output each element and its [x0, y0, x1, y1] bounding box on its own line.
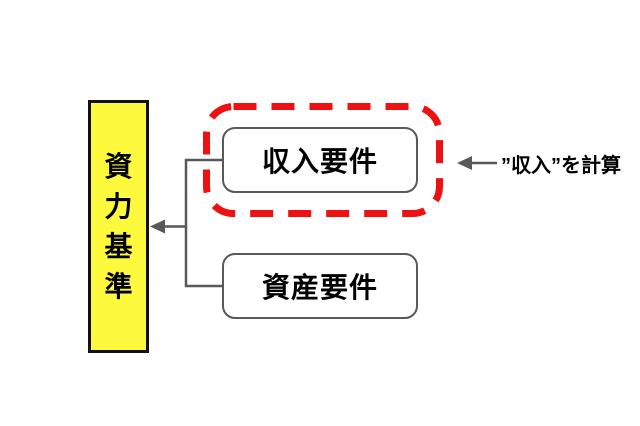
- highlight-dashed-frame: [203, 103, 443, 217]
- annotation-label: ”収入”を計算: [501, 155, 621, 177]
- branch-connector-line: [184, 158, 222, 288]
- root-node-char: 基: [104, 230, 133, 262]
- root-node-char: 力: [104, 190, 133, 222]
- annotation-arrow-head-icon: [457, 156, 472, 170]
- root-node-char: 資: [104, 150, 133, 182]
- node-asset-requirement-label: 資産要件: [261, 272, 378, 303]
- node-income-requirement-label: 収入要件: [261, 146, 378, 177]
- root-node-char: 準: [104, 270, 133, 302]
- node-income-requirement: 収入要件: [222, 127, 418, 193]
- root-node: 資 力 基 準: [88, 100, 149, 353]
- node-asset-requirement: 資産要件: [222, 253, 418, 319]
- root-arrow-head-icon: [150, 219, 165, 234]
